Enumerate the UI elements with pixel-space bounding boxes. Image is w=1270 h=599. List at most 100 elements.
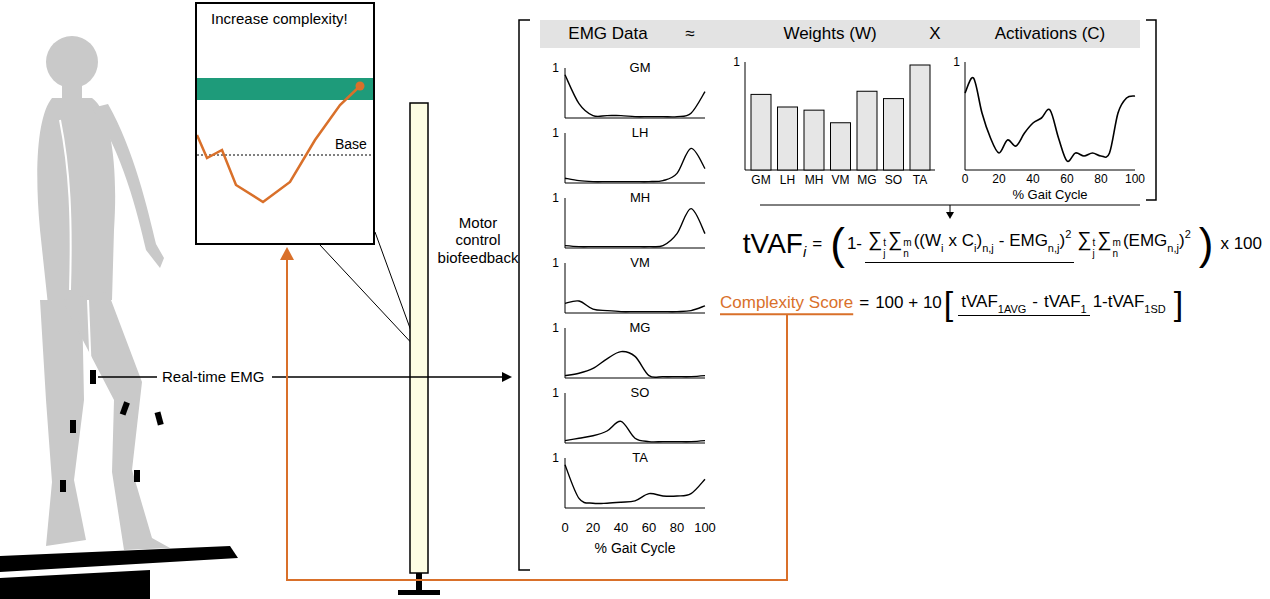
muscle-name: MG xyxy=(857,174,876,188)
plots xyxy=(565,62,1135,508)
stand-label: Motor control biofeedback xyxy=(436,214,520,266)
formula-term: 1SD xyxy=(1144,303,1165,315)
formula-term: i xyxy=(941,242,943,254)
limits: mn xyxy=(903,237,911,259)
limits: tj xyxy=(1093,237,1096,259)
formula-term: tVAF xyxy=(961,293,998,312)
axis xyxy=(965,62,1135,170)
formula-term: 1 xyxy=(1081,303,1087,315)
bracket xyxy=(519,20,530,570)
axis-tick: 100 xyxy=(1125,173,1145,187)
axis-tick: 40 xyxy=(1026,173,1039,187)
formula-term: tVAF xyxy=(1044,293,1081,312)
formula-term: i xyxy=(803,244,806,261)
feedback-arrowhead xyxy=(280,247,294,260)
formula-term: 1-tVAF xyxy=(1093,293,1145,312)
formula-term: (EMG xyxy=(1123,232,1167,251)
formula-term: t xyxy=(1093,237,1096,248)
formula-term: ∑ xyxy=(888,228,902,250)
weight-bar xyxy=(804,110,824,170)
formula-term: m xyxy=(903,237,911,248)
axis-tick: 1 xyxy=(552,257,559,271)
axis-tick: 20 xyxy=(992,173,1005,187)
header-text: EMG Data xyxy=(568,24,647,44)
treadmill-base xyxy=(0,570,150,599)
muscle-name: GM xyxy=(630,61,651,76)
muscle-name: TA xyxy=(632,451,648,466)
emg-trace xyxy=(565,75,705,117)
formula-term: x 100 xyxy=(1220,235,1262,254)
formula-term: j xyxy=(1093,248,1096,259)
denominator: ∑tj∑mn(EMGn,j)2 xyxy=(1074,225,1193,259)
axis-tick: 0 xyxy=(561,521,568,536)
formula-term: ((W xyxy=(914,232,941,251)
formula-term: tVAF xyxy=(743,229,803,260)
emg-trace xyxy=(565,301,705,312)
header-text: Activations (C) xyxy=(995,24,1106,44)
signal-arrow xyxy=(272,376,503,377)
formula-term: = xyxy=(812,235,822,254)
formula-term: n,j xyxy=(1048,242,1060,254)
muscle-name: MH xyxy=(805,174,824,188)
feedback-screen: Increase complexity!Base xyxy=(195,2,375,245)
fraction: ∑tj∑mn((Wix Ci)n,j- EMGn,j)2∑tj∑mn(EMGn,… xyxy=(865,225,1194,263)
muscle-name: LH xyxy=(632,126,649,141)
axis-tick: 60 xyxy=(1060,173,1073,187)
axis-tick: 1 xyxy=(953,56,960,70)
axis-tick: 1 xyxy=(552,322,559,336)
arrowhead xyxy=(946,212,954,219)
formula-term: - EMG xyxy=(999,232,1048,251)
stand-foot xyxy=(398,590,440,595)
emg-trace xyxy=(565,421,705,442)
axis-tick: 80 xyxy=(1094,173,1107,187)
formula-term: m xyxy=(1113,237,1121,248)
weight-bar xyxy=(831,123,851,170)
muscle-name: VM xyxy=(832,174,850,188)
formula-term: ∑ xyxy=(1077,228,1091,250)
formula-term: j xyxy=(883,248,886,259)
axis-tick: 1 xyxy=(552,127,559,141)
axis-tick: 1 xyxy=(552,192,559,206)
numerator: tVAF1AVG-tVAF1 xyxy=(958,293,1089,316)
header-band: EMG Data≈Weights (W)XActivations (C) xyxy=(540,20,1140,48)
activation-trace xyxy=(965,78,1135,162)
header-text: Weights (W) xyxy=(783,24,876,44)
emg-trace xyxy=(565,148,705,181)
axis xyxy=(565,393,705,443)
axis-tick: 100 xyxy=(694,521,716,536)
muscle-name: MG xyxy=(630,321,651,336)
muscle-name: VM xyxy=(630,256,650,271)
axis xyxy=(745,62,935,170)
formula-term: n xyxy=(1113,248,1121,259)
muscle-name: MH xyxy=(630,191,650,206)
axis-tick: 60 xyxy=(642,521,656,536)
display-stand xyxy=(410,103,428,573)
stand-pole xyxy=(416,573,422,591)
formula-term: ) xyxy=(976,232,982,251)
figure-contour xyxy=(60,120,92,400)
axis-tick: 1 xyxy=(733,56,740,70)
formula-term: - xyxy=(1032,293,1038,312)
axis xyxy=(565,68,705,118)
formula-term: n,j xyxy=(982,242,994,254)
formula-term: ] xyxy=(1174,286,1183,320)
limits: mn xyxy=(1113,237,1121,259)
emg-trace xyxy=(565,352,705,378)
axis-tick: 1 xyxy=(552,62,559,76)
axis xyxy=(565,198,705,248)
axis-tick: 20 xyxy=(586,521,600,536)
muscle-name: LH xyxy=(780,174,795,188)
muscle-name: SO xyxy=(885,174,902,188)
formula: Complexity Score=100 + 10[tVAF1AVG-tVAF1… xyxy=(720,286,1185,320)
emg-trace xyxy=(565,209,705,247)
score-dot xyxy=(356,82,365,91)
formula-term: ) xyxy=(1179,232,1185,251)
formula-term: ) xyxy=(1199,222,1214,266)
axis xyxy=(565,263,705,313)
emg-trace xyxy=(565,465,705,504)
numerator: ∑tj∑mn((Wix Ci)n,j- EMGn,j)2 xyxy=(865,228,1074,263)
formula-term: i xyxy=(974,242,976,254)
formula: tVAFi=(1-∑tj∑mn((Wix Ci)n,j- EMGn,j)2∑tj… xyxy=(743,222,1262,266)
electrodes xyxy=(60,370,164,492)
